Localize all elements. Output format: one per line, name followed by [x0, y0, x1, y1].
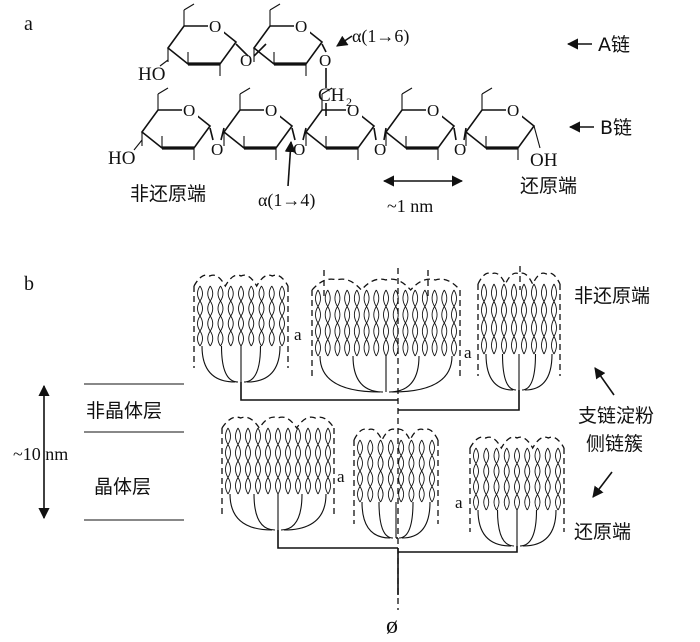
reducing-end-label-a: 还原端	[520, 175, 577, 197]
a-chain-mark-1: a	[294, 325, 302, 344]
glycosidic-oxygen: O	[454, 140, 466, 159]
side-chain-cluster	[311, 278, 461, 393]
cluster-arrow-down	[592, 471, 613, 498]
crystalline-layer-label: 晶体层	[94, 476, 151, 498]
ch2-subscript: 2	[346, 95, 352, 109]
ring-oxygen: O	[295, 17, 307, 36]
ring-oxygen: O	[209, 17, 221, 36]
alpha-1-4-label: α(1→4)	[258, 190, 315, 211]
unit-length-label: ~1 nm	[387, 196, 433, 216]
panel-a-label: a	[24, 13, 33, 35]
reducing-end-label-b: 还原端	[574, 521, 631, 543]
origin-symbol: ø	[386, 613, 398, 639]
ring-oxygen: O	[507, 101, 519, 120]
chain-a-label: A链	[598, 34, 630, 56]
cluster-label-line2: 侧链簇	[586, 433, 643, 455]
cluster-label-line1: 支链淀粉	[578, 405, 654, 427]
glucose-ring: O	[384, 87, 456, 160]
ch2-label: CH	[318, 85, 345, 106]
alpha-1-6-arrow	[336, 35, 353, 47]
glycosidic-oxygen: O	[374, 140, 386, 159]
non-reducing-end-label-a: 非还原端	[130, 183, 206, 205]
alpha-1-6-label: α(1→6)	[352, 26, 409, 47]
panel-b-label: b	[24, 273, 34, 295]
cluster-arrow-up	[594, 367, 615, 396]
glycosidic-oxygen: O	[211, 140, 223, 159]
hydroxyl-bottom: HO	[108, 148, 135, 169]
hydroxyl-top: HO	[138, 64, 165, 85]
amylopectin-cluster-diagram	[193, 266, 565, 610]
ring-oxygen: O	[183, 101, 195, 120]
glucose-ring: O	[140, 87, 212, 160]
ring-oxygen: O	[427, 101, 439, 120]
side-chain-cluster	[221, 416, 335, 531]
ring-oxygen: O	[347, 101, 359, 120]
side-chain-cluster	[469, 436, 565, 547]
side-chain-cluster	[477, 272, 561, 391]
amorphous-layer-label: 非晶体层	[86, 400, 162, 422]
glycosidic-oxygen: O	[240, 51, 252, 70]
glucose-ring: O	[304, 87, 376, 160]
glucose-ring: O	[464, 87, 536, 160]
glucose-ring: O	[166, 3, 238, 76]
glucose-ring: O	[252, 3, 324, 76]
non-reducing-end-label-b: 非还原端	[574, 285, 650, 307]
a-chain-mark-2: a	[464, 343, 472, 362]
chain-b-label: B链	[600, 117, 632, 139]
glycosidic-oxygen: O	[319, 51, 331, 70]
alpha-1-4-arrow	[284, 140, 296, 187]
side-chain-cluster	[353, 428, 439, 539]
hydroxyl-reducing-end: OH	[530, 150, 558, 171]
glucose-ring: O	[222, 87, 294, 160]
ring-oxygen: O	[265, 101, 277, 120]
a-chain-mark-3: a	[337, 467, 345, 486]
a-chain-mark-4: a	[455, 493, 463, 512]
side-chain-cluster	[193, 274, 289, 383]
period-label: ~10 nm	[13, 444, 68, 464]
glycosidic-oxygen: O	[293, 140, 305, 159]
